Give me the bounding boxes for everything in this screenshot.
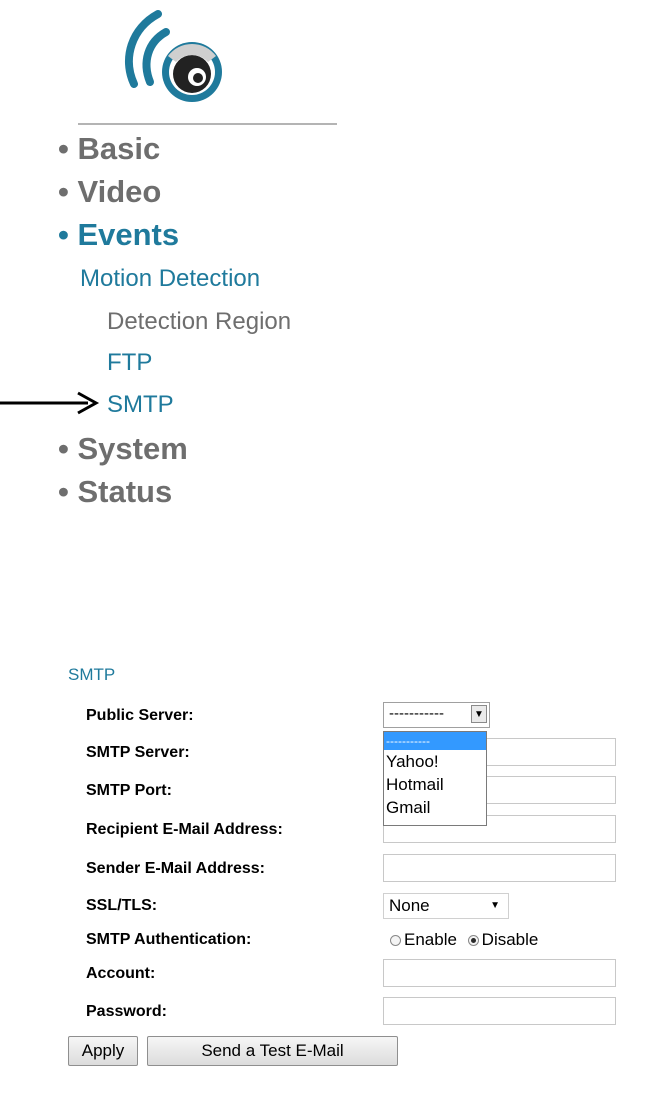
enable-radio[interactable]	[390, 935, 401, 946]
section-title: SMTP	[68, 665, 116, 684]
dropdown-option[interactable]: -----------	[384, 732, 486, 750]
send-test-email-button[interactable]: Send a Test E-Mail	[147, 1036, 398, 1066]
right-arrow-icon	[0, 391, 100, 415]
public-server-label: Public Server:	[86, 707, 194, 724]
disable-radio[interactable]	[467, 935, 479, 946]
smtp-server-label: SMTP Server:	[86, 744, 190, 761]
authentication-radios: Enable Disable	[390, 930, 538, 950]
smtp-port-label: SMTP Port:	[86, 782, 172, 799]
ssl-tls-value: None	[389, 896, 430, 915]
nav-smtp[interactable]: SMTP	[107, 391, 174, 418]
chevron-down-icon: ▼	[490, 900, 500, 911]
account-input[interactable]	[383, 959, 616, 987]
password-label: Password:	[86, 1003, 167, 1020]
ssl-tls-select[interactable]: None ▼	[383, 893, 509, 919]
apply-button[interactable]: Apply	[68, 1036, 138, 1066]
account-label: Account:	[86, 965, 156, 982]
dropdown-option[interactable]: Gmail	[386, 798, 431, 817]
nav-system[interactable]: • System	[58, 431, 188, 466]
sender-email-input[interactable]	[383, 854, 616, 882]
recipient-label: Recipient E-Mail Address:	[86, 821, 283, 838]
nav-motion-detection[interactable]: Motion Detection	[80, 265, 261, 292]
nav-divider	[78, 123, 337, 125]
nav-basic[interactable]: • Basic	[58, 131, 161, 166]
dropdown-caret-icon[interactable]: ▼	[471, 705, 487, 723]
public-server-select[interactable]: ----------- ▼	[383, 702, 490, 728]
password-input[interactable]	[383, 997, 616, 1025]
sender-label: Sender E-Mail Address:	[86, 860, 266, 877]
disable-label[interactable]: Disable	[481, 930, 539, 949]
public-server-dropdown[interactable]: ----------- Yahoo! Hotmail Gmail	[383, 731, 487, 826]
nav-ftp[interactable]: FTP	[107, 349, 153, 376]
public-server-value: -----------	[389, 705, 444, 722]
ssl-tls-label: SSL/TLS:	[86, 897, 158, 914]
nav-events[interactable]: • Events	[58, 217, 180, 252]
nav-status[interactable]: • Status	[58, 474, 173, 509]
enable-label[interactable]: Enable	[404, 930, 457, 949]
recipient-email-input[interactable]	[383, 815, 616, 843]
dropdown-option[interactable]: Hotmail	[386, 775, 444, 794]
nav-detection-region[interactable]: Detection Region	[107, 308, 292, 335]
authentication-label: SMTP Authentication:	[86, 931, 252, 948]
nav-video[interactable]: • Video	[58, 174, 162, 209]
camera-logo-icon	[124, 10, 222, 102]
dropdown-option[interactable]: Yahoo!	[386, 752, 439, 771]
